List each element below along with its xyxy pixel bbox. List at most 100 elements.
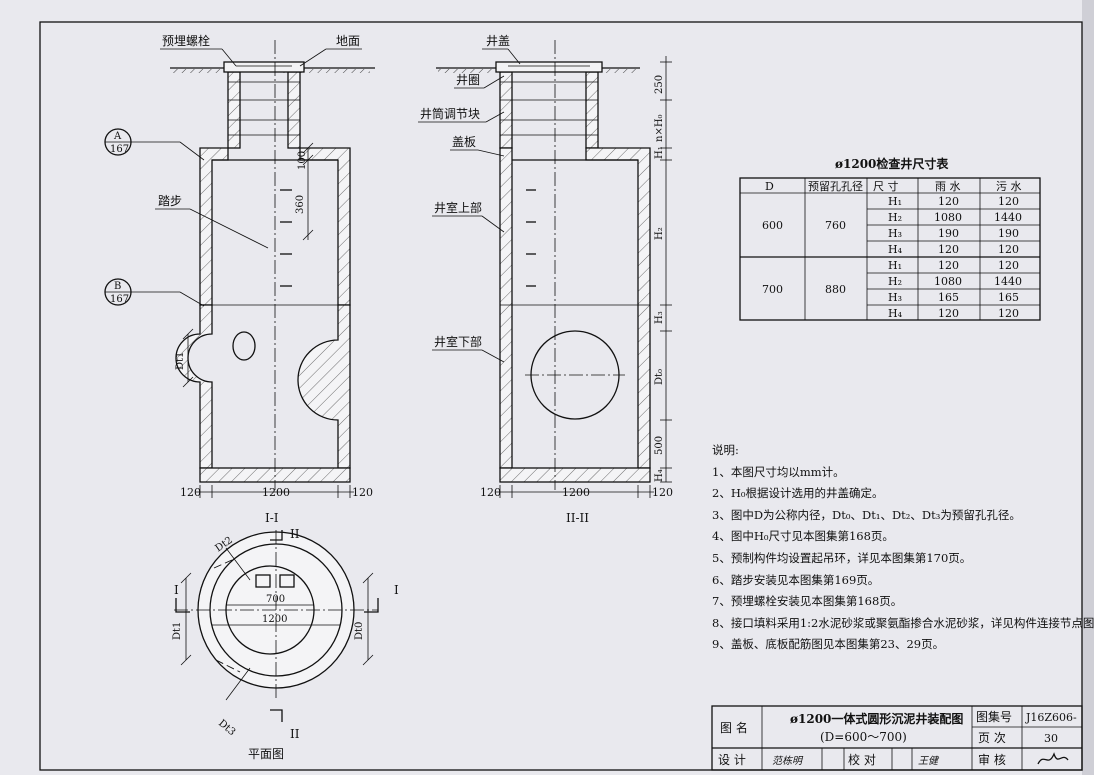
size-table: ø1200检查井尺寸表 D 预留孔孔径 尺 寸 雨 水 污 水 600 760 …	[739, 156, 1041, 321]
plan-title: 平面图	[248, 747, 284, 761]
vdim-250: 250	[654, 75, 665, 94]
td-g0-r3-rain: 120	[938, 243, 959, 256]
td-g0-r1-dim: H₂	[888, 211, 902, 224]
tb-name-label: 图 名	[720, 720, 748, 735]
tb-page-label: 页 次	[978, 731, 1006, 745]
dim-1200: 1200	[262, 486, 290, 499]
dim2-1200: 1200	[562, 486, 590, 499]
dim2-left-120: 120	[480, 486, 501, 499]
td-g1-r1-dim: H₂	[888, 275, 902, 288]
td-g0-r1-rain: 1080	[934, 211, 962, 224]
note-item-4: 4、图中H₀尺寸见本图集第168页。	[712, 529, 894, 544]
tb-design-sign: 范栋明	[772, 755, 804, 767]
td-d-700: 700	[762, 283, 783, 296]
tb-name-line1: ø1200一体式圆形沉泥井装配图	[790, 711, 963, 726]
td-g0-r3-sew: 120	[998, 243, 1019, 256]
plan-sec-ii-bottom: II	[290, 727, 300, 741]
tb-check-label: 校 对	[848, 752, 876, 767]
label-ring: 井圈	[456, 73, 480, 87]
td-g1-r0-dim: H₁	[888, 259, 902, 272]
label-bolt: 预埋螺栓	[162, 33, 210, 48]
dim-left-120: 120	[180, 486, 201, 499]
note-item-7: 7、预埋螺栓安装见本图集第168页。	[712, 594, 903, 609]
td-g1-r2-rain: 165	[938, 291, 959, 304]
vdim-h2: H₂	[654, 227, 665, 240]
label-cover: 井盖	[486, 34, 510, 48]
note-item-9: 9、盖板、底板配筋图见本图集第23、29页。	[712, 637, 945, 652]
tb-name-line2: (D=600～700)	[820, 730, 907, 744]
vdim-500: 500	[654, 436, 665, 455]
label-ground: 地面	[336, 34, 360, 48]
plan-dt0: Dt0	[354, 622, 365, 640]
td-g1-r2-sew: 165	[998, 291, 1019, 304]
notes-heading: 说明:	[712, 443, 739, 457]
vdim-dt0: Dt₀	[654, 369, 665, 385]
th-d: D	[765, 180, 774, 193]
td-g1-r0-rain: 120	[938, 259, 959, 272]
note-item-2: 2、H₀根据设计选用的井盖确定。	[712, 486, 884, 501]
callout-a-top: A	[113, 131, 122, 142]
td-g1-r3-rain: 120	[938, 307, 959, 320]
tb-review-signature	[1037, 752, 1069, 765]
plan-dt1: Dt1	[172, 622, 183, 640]
section-1-1: 100 360 Dt1 120 1200 120 I-I 预埋螺栓 地面 踏步 …	[104, 33, 375, 525]
td-g0-r1-sew: 1440	[994, 211, 1022, 224]
label-slab: 盖板	[452, 135, 476, 149]
section-2-title: II-II	[566, 511, 589, 525]
td-g0-r0-dim: H₁	[888, 195, 902, 208]
dim2-right-120: 120	[652, 486, 673, 499]
note-item-6: 6、踏步安装见本图集第169页。	[712, 572, 880, 587]
td-hole-880: 880	[825, 283, 846, 296]
td-g0-r2-rain: 190	[938, 227, 959, 240]
td-g1-r3-sew: 120	[998, 307, 1019, 320]
vdim-h1: H₁	[654, 146, 665, 159]
label-upper-chamber: 井室上部	[434, 200, 482, 215]
plan-sec-i-left: I	[174, 583, 179, 597]
dim-100: 100	[297, 151, 308, 170]
td-g0-r2-sew: 190	[998, 227, 1019, 240]
vdim-h3: H₃	[654, 311, 665, 324]
label-lower-chamber: 井室下部	[434, 334, 482, 349]
td-d-600: 600	[762, 219, 783, 232]
plan-dim-700: 700	[266, 594, 285, 605]
td-g0-r0-rain: 120	[938, 195, 959, 208]
tb-design-label: 设 计	[718, 753, 746, 767]
tb-atlas-label: 图集号	[976, 709, 1012, 724]
td-g1-r3-dim: H₄	[888, 307, 903, 320]
title-block: 图 名 ø1200一体式圆形沉泥井装配图 (D=600～700) 图集号 J16…	[711, 705, 1083, 771]
table-title: ø1200检查井尺寸表	[835, 156, 949, 171]
td-g1-r1-sew: 1440	[994, 275, 1022, 288]
note-item-3: 3、图中D为公称内径，Dt₀、Dt₁、Dt₂、Dt₃为预留孔孔径。	[712, 507, 1021, 522]
td-g1-r2-dim: H₃	[888, 291, 902, 304]
tb-check-sign: 王健	[918, 755, 940, 767]
td-g0-r3-dim: H₄	[888, 243, 903, 256]
td-g1-r0-sew: 120	[998, 259, 1019, 272]
tb-atlas-value: J16Z606-	[1025, 711, 1077, 724]
label-step: 踏步	[158, 194, 182, 208]
th-hole: 预留孔孔径	[808, 180, 863, 193]
td-g1-r1-rain: 1080	[934, 275, 962, 288]
section-1-title: I-I	[265, 511, 279, 525]
td-g0-r0-sew: 120	[998, 195, 1019, 208]
th-dim: 尺 寸	[873, 179, 899, 193]
dim-360: 360	[295, 195, 306, 214]
callout-b-bottom: 167	[110, 294, 129, 305]
plan-sec-i-right: I	[394, 583, 399, 597]
plan-view: 700 1200 Dt1 Dt0 Dt2 Dt3 I I II II 平面图	[172, 527, 399, 761]
note-item-8: 8、接口填料采用1:2水泥砂浆或聚氨酯掺合水泥砂浆，详见构件连接节点图	[712, 615, 1094, 630]
plan-dt3: Dt3	[216, 718, 237, 738]
dim-right-120: 120	[352, 486, 373, 499]
tb-review-label: 审 核	[978, 752, 1006, 767]
callout-b-top: B	[114, 281, 121, 292]
tb-page-value: 30	[1044, 732, 1058, 745]
th-sewage: 污 水	[996, 180, 1022, 193]
section-2-2: 250 n×H₀ H₁ H₂ H₃ Dt₀ 500 H₄ 120 1200 12…	[418, 34, 673, 525]
td-g0-r2-dim: H₃	[888, 227, 902, 240]
vdim-nh0: n×H₀	[654, 114, 665, 142]
plan-sec-ii-top: II	[290, 527, 300, 541]
label-adjust-block: 井筒调节块	[420, 106, 480, 121]
note-item-5: 5、预制构件均设置起吊环，详见本图集第170页。	[712, 550, 972, 565]
td-hole-760: 760	[825, 219, 846, 232]
